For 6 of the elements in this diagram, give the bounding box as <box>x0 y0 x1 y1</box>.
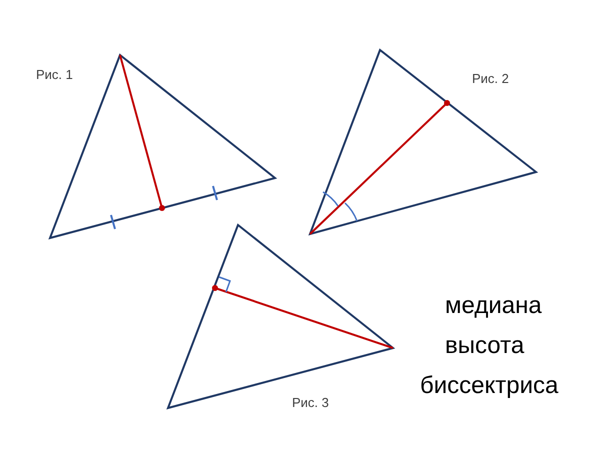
figure-caption: Рис. 1 <box>36 68 74 83</box>
figure-caption: Рис. 3 <box>292 396 330 411</box>
term-label: высота <box>445 332 524 360</box>
term-label: медиана <box>445 292 542 320</box>
figure-caption: Рис. 2 <box>472 72 510 87</box>
term-label: биссектриса <box>420 372 558 400</box>
